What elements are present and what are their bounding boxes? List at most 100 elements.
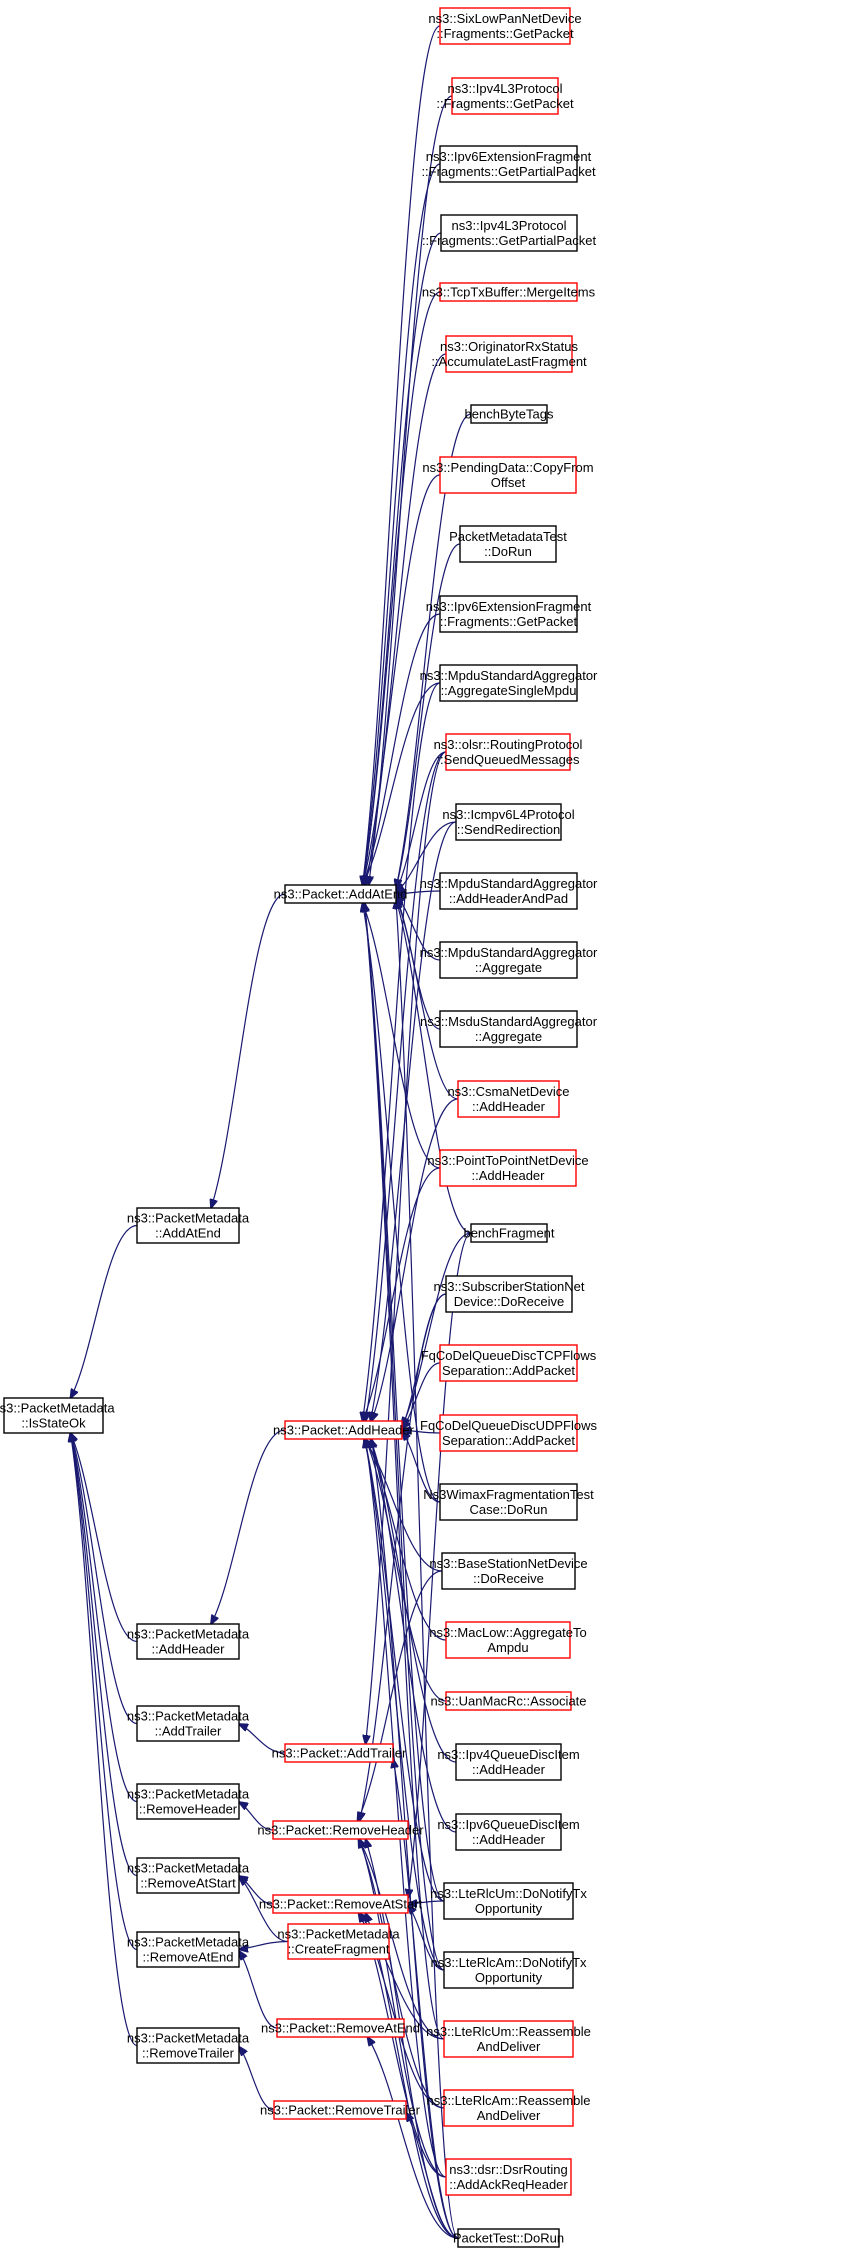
edge-c-benchfragment-to-p-removeatstart xyxy=(408,1232,472,1898)
node-p-addheader[interactable]: ns3::Packet::AddHeader xyxy=(273,1420,415,1440)
node-box[interactable] xyxy=(443,2020,574,2058)
node-root: ns3::PacketMetadata::IsStateOk xyxy=(0,1397,115,1434)
node-box[interactable] xyxy=(451,77,559,115)
node-label-line: ns3::Packet::RemoveHeader xyxy=(257,1823,424,1838)
nodes-layer: ns3::PacketMetadata::IsStateOkns3::Packe… xyxy=(0,7,598,2248)
node-c-sixlowpan[interactable]: ns3::SixLowPanNetDevice::Fragments::GetP… xyxy=(428,7,582,45)
node-pm-removeatend: ns3::PacketMetadata::RemoveAtEnd xyxy=(127,1931,250,1968)
node-c-ipv4l3-gp[interactable]: ns3::Ipv4L3Protocol::Fragments::GetPacke… xyxy=(436,77,574,115)
edge-c-packettest-to-p-removetrailer xyxy=(406,2113,459,2239)
node-box[interactable] xyxy=(445,1621,571,1659)
node-label-line: ns3::Ipv4QueueDiscItem xyxy=(437,1747,579,1762)
edge-c-sixlowpan-to-p-addatend xyxy=(363,25,441,885)
node-label-line: ::AddHeaderAndPad xyxy=(449,891,568,906)
node-label-line: Ns3WimaxFragmentationTest xyxy=(423,1487,594,1502)
node-label-line: AndDeliver xyxy=(477,2039,541,2054)
node-c-fqcodel-udp[interactable]: FqCoDelQueueDiscUDPFlowsSeparation::AddP… xyxy=(420,1414,597,1452)
node-label-line: ns3::Ipv4L3Protocol xyxy=(448,81,563,96)
edge-c-ipv4qdi-to-p-addheader xyxy=(371,1439,457,1763)
node-c-csma[interactable]: ns3::CsmaNetDevice::AddHeader xyxy=(447,1080,570,1118)
node-box xyxy=(439,872,578,910)
edge-c-p2p-to-p-addheader xyxy=(363,1167,441,1421)
edge-c-dsr-to-p-removeheader xyxy=(360,1839,447,2178)
node-c-uanmac[interactable]: ns3::UanMacRc::Associate xyxy=(430,1691,587,1711)
node-label-line: ::SendQueuedMessages xyxy=(436,752,580,767)
node-label-line: ns3::PacketMetadata xyxy=(127,2031,250,2046)
node-box[interactable] xyxy=(439,456,577,494)
node-box[interactable] xyxy=(276,2018,405,2038)
node-label-line: ns3::PacketMetadata xyxy=(277,1927,400,1942)
node-box xyxy=(136,1623,240,1660)
node-box xyxy=(470,404,548,424)
node-label-line: ::RemoveTrailer xyxy=(142,2046,235,2061)
node-p-addtrailer[interactable]: ns3::Packet::AddTrailer xyxy=(272,1743,407,1763)
node-label-line: ns3::UanMacRc::Associate xyxy=(430,1694,586,1709)
node-p-removeatend[interactable]: ns3::Packet::RemoveAtEnd xyxy=(261,2018,420,2038)
node-box[interactable] xyxy=(273,2100,407,2120)
node-box[interactable] xyxy=(439,1414,578,1452)
node-c-dsr[interactable]: ns3::dsr::DsrRouting::AddAckReqHeader xyxy=(445,2158,572,2196)
node-c-originator[interactable]: ns3::OriginatorRxStatus::AccumulateLastF… xyxy=(431,335,587,373)
node-box xyxy=(445,1275,573,1313)
node-box[interactable] xyxy=(272,1894,409,1914)
node-c-p2p[interactable]: ns3::PointToPointNetDevice::AddHeader xyxy=(427,1149,589,1187)
edge-c-originator-to-p-addatend xyxy=(366,353,447,885)
node-box[interactable] xyxy=(443,2089,574,2127)
node-box[interactable] xyxy=(284,1420,403,1440)
node-box[interactable] xyxy=(445,1691,572,1711)
node-box[interactable] xyxy=(439,1344,578,1382)
node-box[interactable] xyxy=(445,733,571,771)
node-label-line: ::AddAtEnd xyxy=(155,1226,221,1241)
edge-pm-removeatstart-to-root xyxy=(71,1433,138,1877)
node-label-line: ::CreateFragment xyxy=(288,1942,390,1957)
node-p-removeheader[interactable]: ns3::Packet::RemoveHeader xyxy=(257,1820,424,1840)
node-label-line: ns3::PacketMetadata xyxy=(127,1627,250,1642)
node-c-ipv6qdi: ns3::Ipv6QueueDiscItem::AddHeader xyxy=(437,1813,580,1851)
node-label-line: ns3::Icmpv6L4Protocol xyxy=(442,807,574,822)
node-box xyxy=(439,1010,578,1048)
node-box[interactable] xyxy=(445,2158,572,2196)
edge-c-packettest-to-p-removeatend xyxy=(368,2037,459,2239)
node-p-removetrailer[interactable]: ns3::Packet::RemoveTrailer xyxy=(260,2100,421,2120)
edge-c-csma-to-p-addheader xyxy=(372,1098,459,1421)
node-label-line: Offset xyxy=(491,475,526,490)
node-pm-removeatstart: ns3::PacketMetadata::RemoveAtStart xyxy=(127,1857,250,1894)
node-box[interactable] xyxy=(457,1080,560,1118)
edge-c-csma-to-p-addatend xyxy=(396,898,459,1100)
node-box xyxy=(443,1882,574,1920)
node-label-line: ns3::Packet::AddAtEnd xyxy=(274,887,408,902)
node-box xyxy=(439,941,578,979)
node-c-benchbytetags: benchByteTags xyxy=(465,404,554,424)
edge-c-ipv4l3-gpp-to-p-addatend xyxy=(363,232,442,885)
node-p-removeatstart[interactable]: ns3::Packet::RemoveAtStart xyxy=(259,1894,423,1914)
edge-c-ipv6ext-gpp-to-p-addatend xyxy=(363,163,441,885)
node-label-line: ::Fragments::GetPacket xyxy=(440,614,578,629)
node-c-ipv6ext-gp: ns3::Ipv6ExtensionFragment::Fragments::G… xyxy=(426,595,592,633)
node-label-line: Ampdu xyxy=(487,1640,528,1655)
node-box[interactable] xyxy=(284,1743,394,1763)
node-label-line: ::RemoveAtEnd xyxy=(142,1950,233,1965)
node-c-fqcodel-tcp[interactable]: FqCoDelQueueDiscTCPFlowsSeparation::AddP… xyxy=(421,1344,597,1382)
node-c-tcptxbuffer[interactable]: ns3::TcpTxBuffer::MergeItems xyxy=(422,282,596,302)
node-box[interactable] xyxy=(287,1923,390,1960)
node-box[interactable] xyxy=(272,1820,409,1840)
node-label-line: ns3::LteRlcUm::DoNotifyTx xyxy=(430,1886,587,1901)
node-box[interactable] xyxy=(439,7,571,45)
node-c-olsr[interactable]: ns3::olsr::RoutingProtocol::SendQueuedMe… xyxy=(434,733,583,771)
node-pm-createfragment[interactable]: ns3::PacketMetadata::CreateFragment xyxy=(277,1923,400,1960)
edge-c-lterlcam-rx-to-p-removeheader xyxy=(359,1839,445,2109)
node-box xyxy=(440,214,578,252)
node-box xyxy=(136,1705,240,1742)
edge-c-benchfragment-to-p-addheader xyxy=(402,1232,472,1426)
node-box[interactable] xyxy=(439,1149,577,1187)
node-box xyxy=(457,2228,560,2248)
edge-c-ipv6qdi-to-p-addheader xyxy=(371,1439,457,1833)
node-label-line: ns3::MpduStandardAggregator xyxy=(420,876,598,891)
node-box[interactable] xyxy=(439,282,578,302)
node-c-msdu-agg: ns3::MsduStandardAggregator::Aggregate xyxy=(420,1010,598,1048)
node-box[interactable] xyxy=(445,335,573,373)
